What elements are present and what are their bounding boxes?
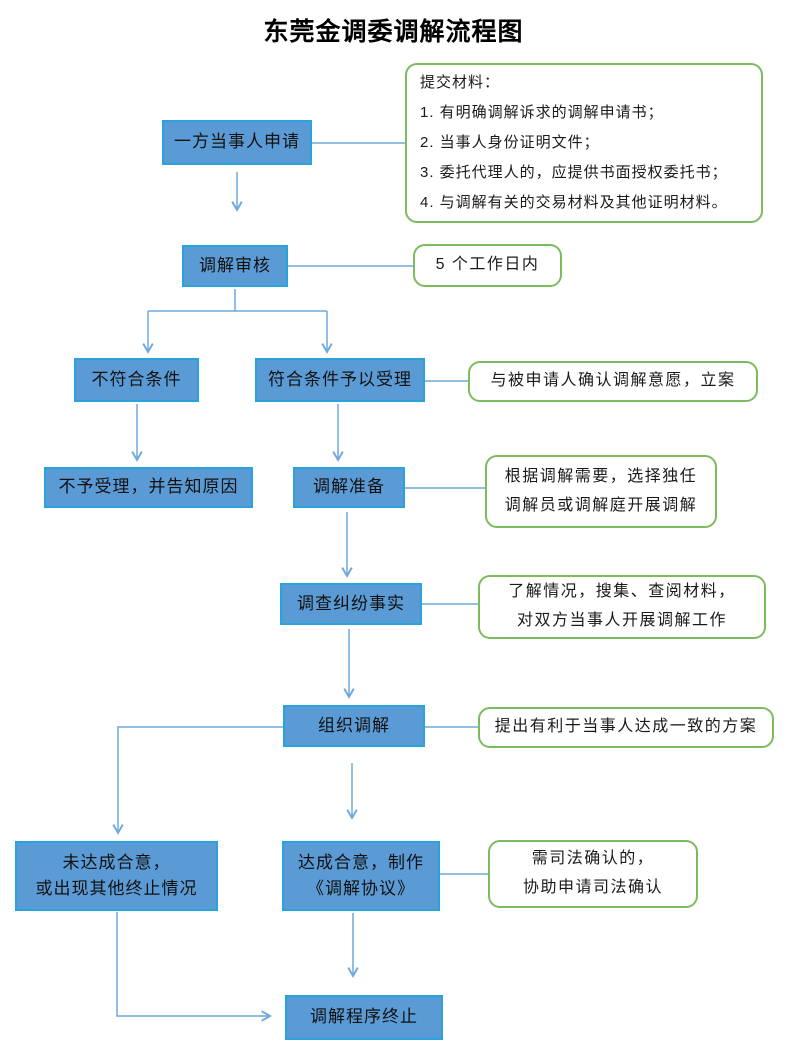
callout-line: 提出有利于当事人达成一致的方案 — [494, 718, 758, 736]
callout-five-working-days: 5 个工作日内 — [413, 244, 562, 287]
callout-line: 对双方当事人开展调解工作 — [516, 612, 727, 629]
page-title: 东莞金调委调解流程图 — [263, 18, 524, 46]
node-label: 组织调解 — [318, 715, 390, 735]
node-label: 不符合条件 — [91, 369, 182, 389]
callout-line: 1. 有明确调解诉求的调解申请书； — [420, 104, 664, 121]
node-agreement-reached: 达成合意，制作 《调解协议》 — [282, 841, 440, 911]
node-label-line2: 《调解协议》 — [307, 879, 415, 898]
node-mediation-preparation: 调解准备 — [293, 467, 405, 508]
callout-line: 4. 与调解有关的交易材料及其他证明材料。 — [420, 194, 728, 211]
node-not-qualified: 不符合条件 — [74, 358, 199, 402]
callout-select-mediator: 根据调解需要，选择独任 调解员或调解庭开展调解 — [485, 455, 717, 528]
callout-judicial-confirmation: 需司法确认的， 协助申请司法确认 — [488, 840, 698, 908]
callout-line: 协助申请司法确认 — [522, 879, 663, 896]
node-procedure-terminated: 调解程序终止 — [285, 995, 443, 1040]
callout-line: 与被申请人确认调解意愿，立案 — [490, 372, 736, 390]
connector-noagree-terminate — [116, 912, 270, 1016]
callout-propose-plan: 提出有利于当事人达成一致的方案 — [478, 707, 774, 748]
callout-line: 调解员或调解庭开展调解 — [504, 496, 698, 514]
node-label-line2: 或出现其他终止情况 — [35, 879, 198, 898]
callout-line: 2. 当事人身份证明文件； — [420, 134, 600, 151]
callout-line: 3. 委托代理人的，应提供书面授权委托书； — [420, 164, 728, 181]
connector-organize-noagree — [118, 726, 283, 833]
callout-collect-materials: 了解情况，搜集、查阅材料， 对双方当事人开展调解工作 — [478, 575, 766, 639]
node-label: 一方当事人申请 — [174, 132, 300, 152]
callout-submit-materials: 提交材料： 1. 有明确调解诉求的调解申请书； 2. 当事人身份证明文件； 3.… — [405, 63, 763, 223]
callout-line: 5 个工作日内 — [435, 256, 540, 274]
node-party-apply: 一方当事人申请 — [162, 120, 312, 165]
node-mediation-review: 调解审核 — [182, 245, 288, 287]
node-label: 调解审核 — [199, 255, 271, 275]
node-no-agreement-terminated: 未达成合意， 或出现其他终止情况 — [15, 841, 218, 911]
node-label: 不予受理，并告知原因 — [58, 477, 239, 497]
node-investigate-facts: 调查纠纷事实 — [280, 583, 422, 625]
node-label: 调解准备 — [313, 477, 385, 497]
node-qualified-accepted: 符合条件予以受理 — [255, 358, 425, 402]
callout-line: 了解情况，搜集、查阅材料， — [508, 583, 736, 601]
node-rejected-notify-reason: 不予受理，并告知原因 — [44, 467, 253, 508]
callout-line: 提交材料： — [420, 74, 501, 91]
callout-line: 根据调解需要，选择独任 — [504, 467, 698, 485]
node-label: 符合条件予以受理 — [268, 369, 412, 389]
node-label-line1: 达成合意，制作 — [298, 852, 424, 872]
node-label-line1: 未达成合意， — [62, 852, 171, 872]
callout-line: 需司法确认的， — [531, 850, 655, 868]
node-label: 调查纠纷事实 — [297, 593, 405, 613]
node-organize-mediation: 组织调解 — [283, 705, 425, 747]
callout-confirm-willingness: 与被申请人确认调解意愿，立案 — [468, 361, 758, 402]
node-label: 调解程序终止 — [310, 1007, 418, 1027]
